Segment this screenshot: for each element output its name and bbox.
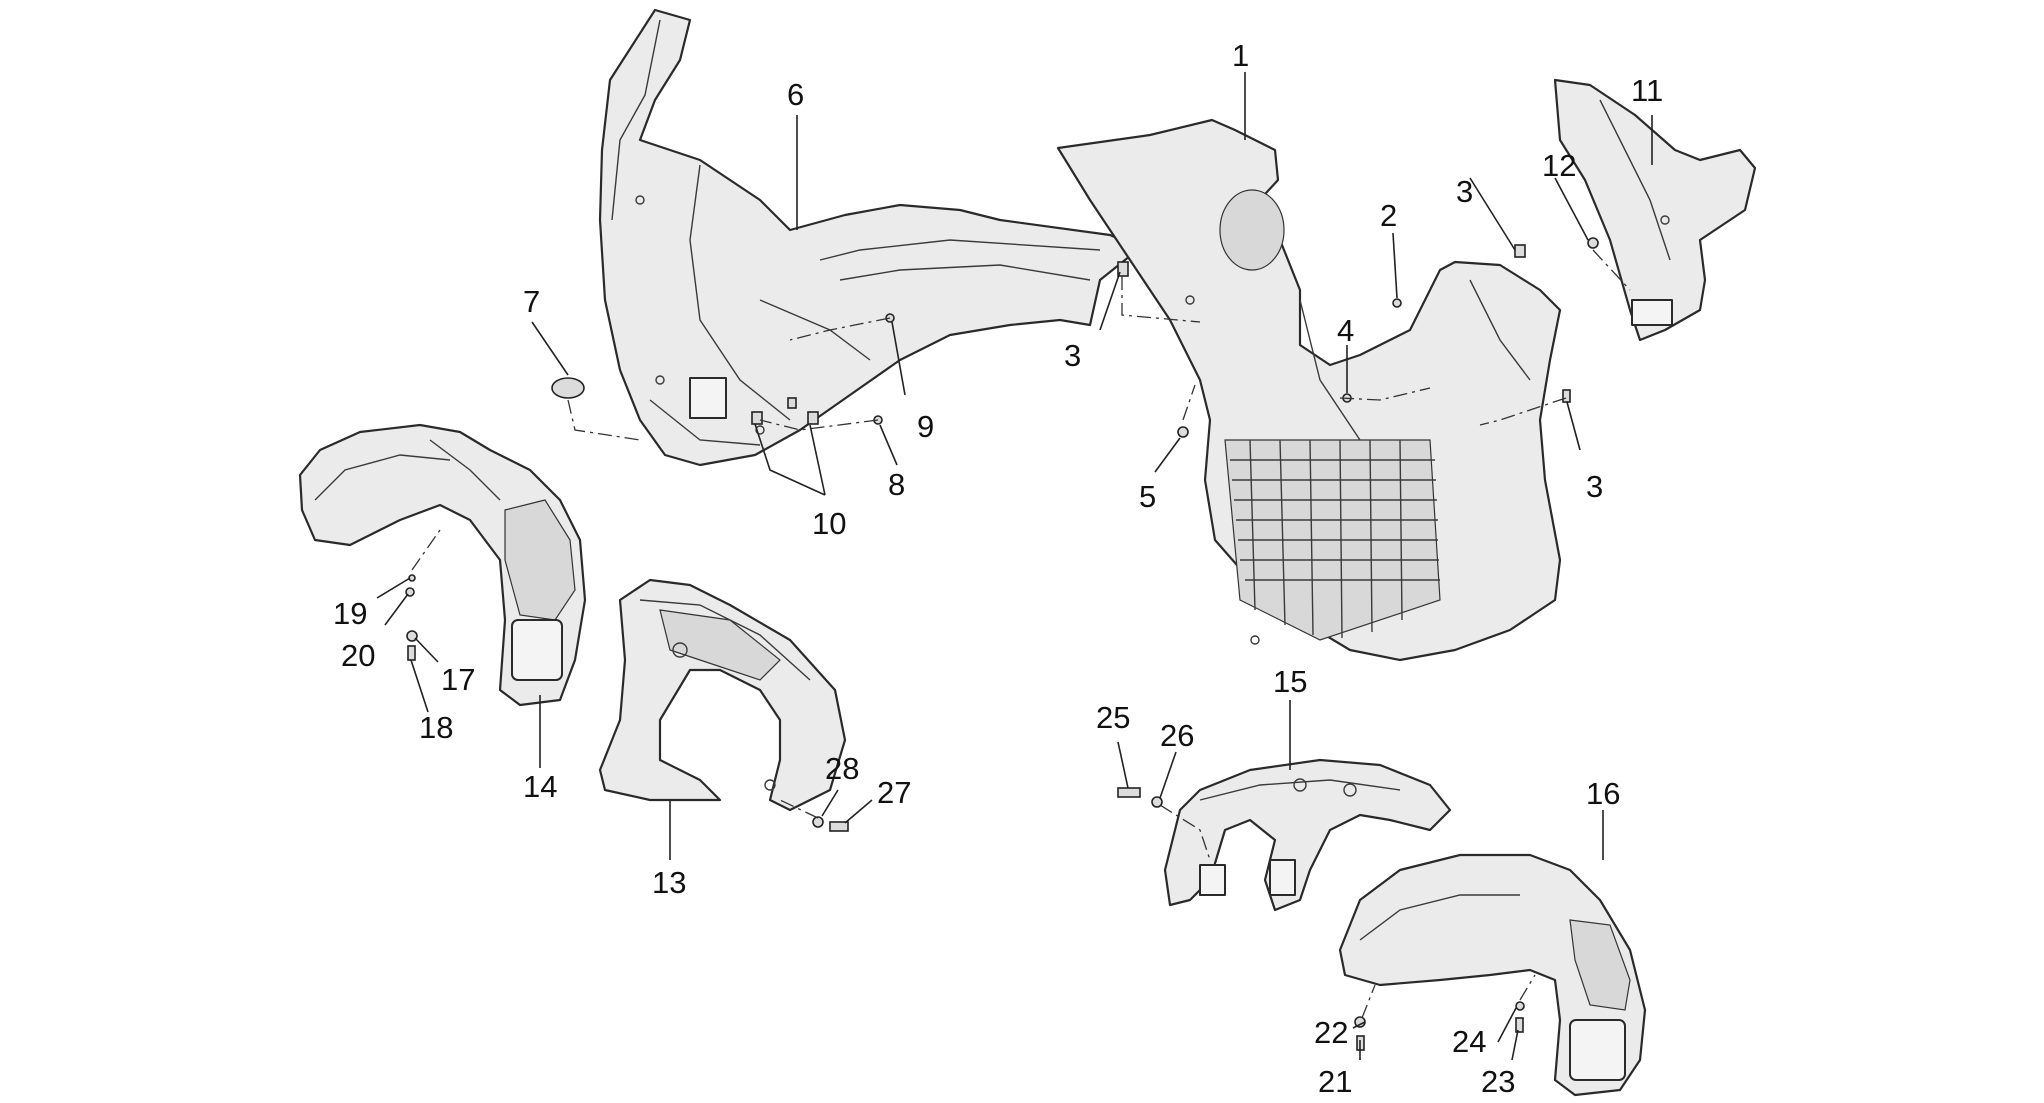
callout-27: 27 [877,775,911,810]
callout-3-right: 3 [1586,469,1603,504]
part-3-nut-c [1562,389,1571,403]
callout-24: 24 [1452,1024,1486,1059]
part-7-grommet [551,377,585,399]
callout-13: 13 [652,865,686,900]
callout-5: 5 [1139,479,1156,514]
part-14-left-mudguard [298,423,587,707]
callout-3-left: 3 [1064,338,1081,373]
callout-11: 11 [1631,73,1663,108]
callout-26: 26 [1160,718,1194,753]
part-13-bracket-frame [598,578,847,812]
callout-15: 15 [1273,664,1307,699]
callout-4: 4 [1337,313,1354,348]
part-25-bolt [1117,787,1141,798]
part-1-center-cover [1056,118,1562,662]
callout-1: 1 [1232,38,1249,73]
part-10-clip-a [751,411,763,425]
leader-lines [376,72,1653,1061]
callout-10: 10 [812,506,846,541]
part-26-washer [1151,796,1163,808]
part-11-bracket [1553,78,1757,342]
part-27-bolt [829,821,849,832]
part-10-clip-c [787,397,797,409]
callout-20: 20 [341,638,375,673]
callout-2: 2 [1380,198,1397,233]
callout-23: 23 [1481,1064,1515,1099]
part-10-clip-b [807,411,819,425]
part-23-screw [1515,1017,1524,1033]
callout-9: 9 [917,409,934,444]
part-12-screw [1587,237,1599,249]
callout-22: 22 [1314,1015,1348,1050]
callout-14: 14 [523,769,557,804]
part-6-inner-shield [598,8,1142,467]
part-3-nut-a [1117,261,1129,277]
part-2-screw [1392,298,1402,308]
callout-28: 28 [825,751,859,786]
part-28-washer [812,816,824,828]
part-15-support-arm [1163,758,1452,912]
callout-12: 12 [1542,148,1576,183]
callout-7: 7 [523,284,540,319]
callout-25: 25 [1096,700,1130,735]
callout-16: 16 [1586,776,1620,811]
part-24-washer [1515,1001,1525,1011]
part-16-right-mudguard [1338,853,1647,1097]
callout-6: 6 [787,77,804,112]
callout-21: 21 [1318,1064,1352,1099]
callouts: 1 2 3 3 3 4 5 6 7 8 9 10 11 12 13 14 15 … [333,38,1663,1099]
part-3-nut-b [1514,244,1526,258]
callout-17: 17 [441,662,475,697]
callout-18: 18 [419,710,453,745]
callout-8: 8 [888,467,905,502]
callout-19: 19 [333,596,367,631]
callout-3-top: 3 [1456,174,1473,209]
part-18-screw [407,645,416,661]
part-5-screw [1177,426,1189,438]
assembly-lines [411,249,1631,1019]
